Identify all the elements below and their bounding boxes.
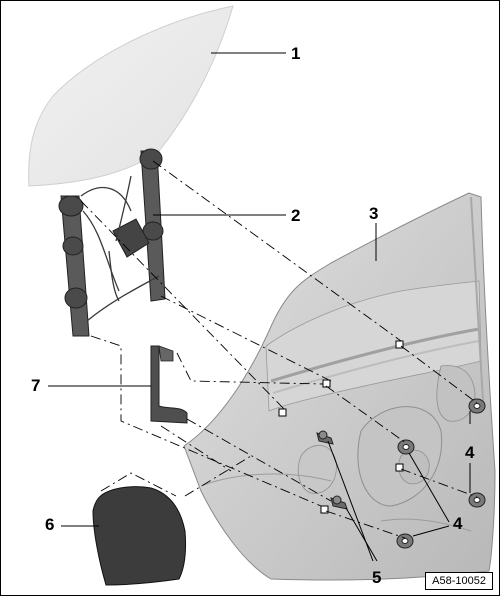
callout-4-nuts-bottom: 4 xyxy=(453,514,463,533)
bolt-group xyxy=(316,430,348,510)
callout-6-cover: 6 xyxy=(45,515,55,534)
cover-panel xyxy=(92,486,186,586)
window-regulator xyxy=(58,148,166,337)
callout-5-bolts: 5 xyxy=(372,568,382,587)
callout-1-window-glass: 1 xyxy=(291,44,301,63)
reference-number: A58-10052 xyxy=(425,572,493,590)
exploded-view-guides xyxy=(80,160,478,539)
bracket xyxy=(150,345,188,424)
nut-group xyxy=(396,398,486,549)
callout-4-nuts-right: 4 xyxy=(465,443,475,462)
callout-7-bracket: 7 xyxy=(31,376,41,395)
callout-2-window-regulator: 2 xyxy=(291,206,301,225)
leader-lines xyxy=(48,52,471,562)
window-glass xyxy=(28,5,234,187)
door-shell xyxy=(183,192,496,581)
callout-3-door: 3 xyxy=(369,204,379,223)
